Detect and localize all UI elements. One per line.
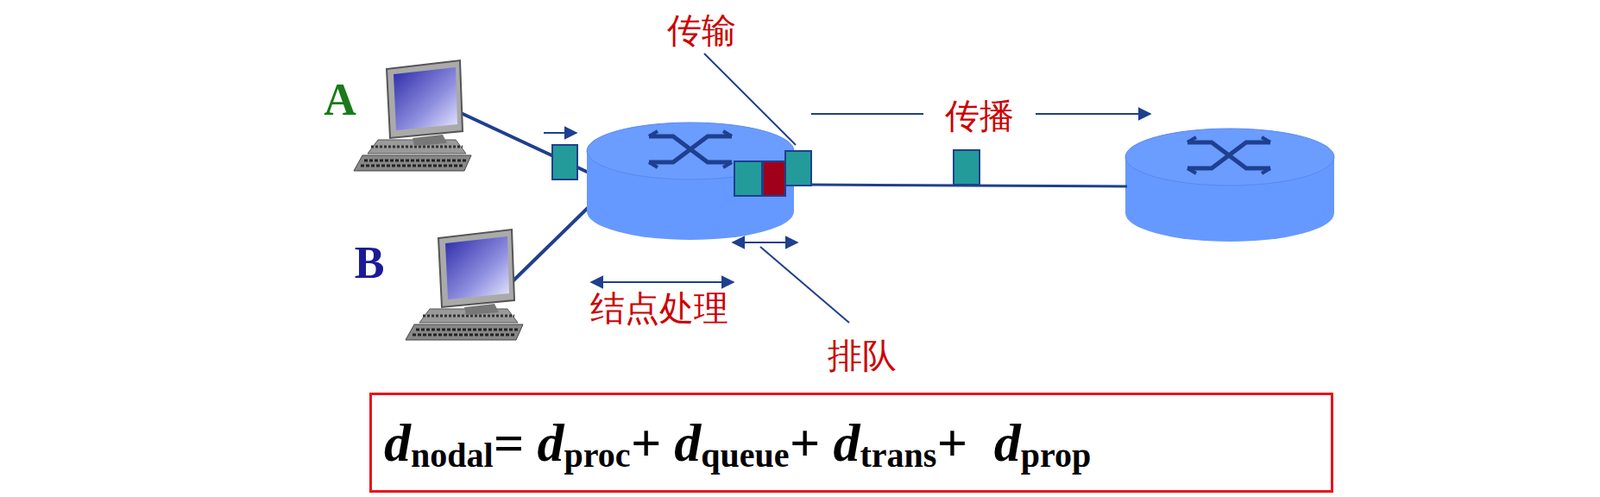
formula-term: + d bbox=[789, 412, 861, 474]
formula-term: d bbox=[384, 412, 411, 474]
delay-label: 传输 bbox=[667, 12, 737, 48]
delay-label: 传播 bbox=[944, 98, 1015, 133]
formula-subscript: nodal bbox=[410, 434, 494, 476]
formula-box: dnodal= dproc+ dqueue+ dtrans+ dprop bbox=[369, 392, 1334, 493]
formula-subscript: queue bbox=[700, 434, 789, 476]
formula-subscript: prop bbox=[1020, 434, 1092, 476]
formula-term: + d bbox=[936, 412, 1021, 474]
host-label: A bbox=[323, 77, 357, 123]
delay-label: 结点处理 bbox=[590, 290, 729, 326]
host-label: B bbox=[354, 240, 385, 286]
formula-subscript: trans bbox=[859, 434, 937, 476]
delay-label: 排队 bbox=[827, 338, 897, 373]
formula-subscript: proc bbox=[563, 434, 630, 476]
formula-term: + d bbox=[629, 412, 701, 474]
formula-term: = d bbox=[493, 412, 565, 474]
